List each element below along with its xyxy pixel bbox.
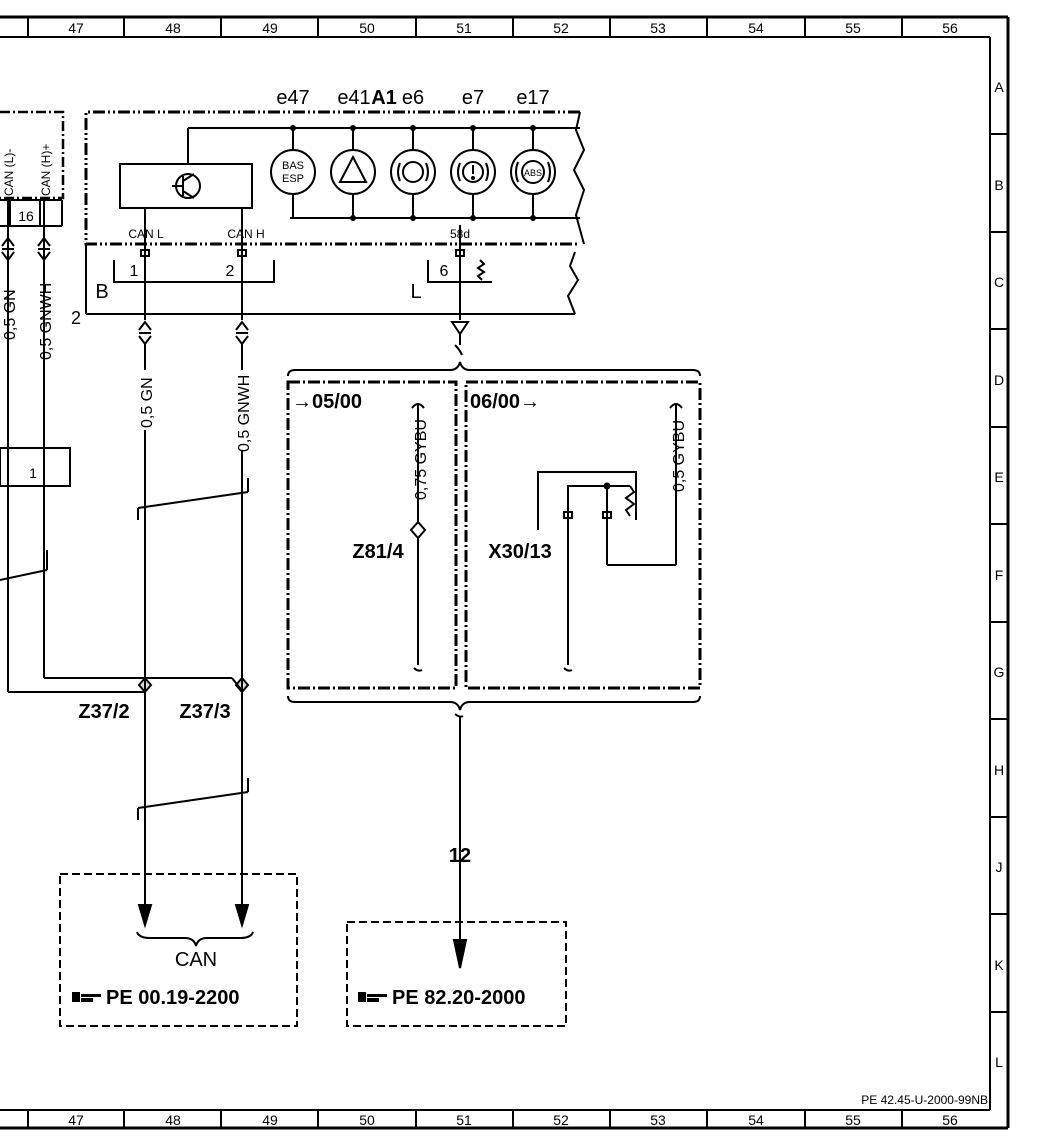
connector-b: B xyxy=(95,281,108,303)
esp-label: ESP xyxy=(282,173,304,185)
col-label-53-bottom: 53 xyxy=(650,1112,666,1128)
col-label-54-bottom: 54 xyxy=(748,1112,764,1128)
col-label-55-bottom: 55 xyxy=(845,1112,861,1128)
can-bus-label: CAN xyxy=(175,949,217,971)
lamp-e41 xyxy=(330,128,376,218)
can-wires xyxy=(136,320,254,947)
lamp-e17 xyxy=(510,128,556,218)
ref-1-text: PE 00.19-2200 xyxy=(106,987,239,1009)
cluster-can-h: CAN H xyxy=(227,227,264,241)
cluster-can-l: CAN L xyxy=(128,227,164,241)
cluster-pin-58d: 58d xyxy=(450,227,470,241)
row-label-b: B xyxy=(994,177,1003,193)
doc-id: PE 42.45-U-2000-99NB xyxy=(861,1093,988,1107)
variant2-wiring xyxy=(537,403,683,672)
row-label-d: D xyxy=(994,372,1004,388)
variant-1-label: →05/00 xyxy=(292,391,362,413)
left-wires xyxy=(0,198,244,693)
left-module-box xyxy=(0,110,65,227)
variant-outer-bracket xyxy=(286,361,702,711)
splice-z81-4: Z81/4 xyxy=(352,541,404,563)
left-can-l: CAN (L)- xyxy=(2,149,16,196)
line-58d xyxy=(450,321,470,356)
row-label-e: E xyxy=(994,469,1003,485)
row-label-j: J xyxy=(996,859,1003,875)
left-pin-16: 16 xyxy=(18,208,34,224)
col-label-50-top: 50 xyxy=(359,20,375,36)
col-label-47-top: 47 xyxy=(68,20,84,36)
v1-wire-label: 0,75 GYBU xyxy=(413,419,430,500)
frame-border xyxy=(0,15,1010,1130)
splice-z37-2: Z37/2 xyxy=(78,701,129,723)
wire-number-12: 12 xyxy=(449,845,471,867)
col-label-51-bottom: 51 xyxy=(456,1112,472,1128)
left-wire-gnwh: 0,5 GNWH xyxy=(38,283,55,360)
variant-2-label: 06/00→ xyxy=(470,391,540,413)
ref-box-can xyxy=(59,873,298,1027)
ref-box-82 xyxy=(346,921,567,1027)
wire-gnwh-label: 0,5 GNWH xyxy=(236,375,253,452)
left-pin-1: 1 xyxy=(29,465,37,481)
col-label-52-bottom: 52 xyxy=(553,1112,569,1128)
lamp-label-e17: e17 xyxy=(516,87,549,109)
col-label-50-bottom: 50 xyxy=(359,1112,375,1128)
pin-1: 1 xyxy=(130,263,139,280)
wire-12 xyxy=(452,713,468,969)
bas-label: BAS xyxy=(282,160,304,172)
lamp-label-e41: e41 xyxy=(337,87,370,109)
left-connector-arrows xyxy=(1,236,51,262)
pointing-hand-icon xyxy=(358,992,387,1002)
col-label-56-bottom: 56 xyxy=(942,1112,958,1128)
ref-2-text: PE 82.20-2000 xyxy=(392,987,525,1009)
col-label-53-top: 53 xyxy=(650,20,666,36)
ref-2[interactable]: PE 82.20-2000 xyxy=(358,987,525,1009)
connector-x30-13: X30/13 xyxy=(488,541,551,563)
cluster-connectors xyxy=(85,208,580,320)
col-label-55-top: 55 xyxy=(845,20,861,36)
abs-label: ABS xyxy=(524,168,542,178)
col-label-47-bottom: 47 xyxy=(68,1112,84,1128)
lamp-label-e7: e7 xyxy=(462,87,484,109)
row-label-a: A xyxy=(994,79,1004,95)
lamp-label-e6: e6 xyxy=(402,87,424,109)
col-label-56-top: 56 xyxy=(942,20,958,36)
col-label-49-bottom: 49 xyxy=(262,1112,278,1128)
row-label-f: F xyxy=(995,567,1004,583)
lamp-e47 xyxy=(270,128,316,218)
col-label-52-top: 52 xyxy=(553,20,569,36)
left-wire-gn: 0,5 GN xyxy=(2,289,19,340)
ref-1[interactable]: PE 00.19-2200 xyxy=(72,987,239,1009)
col-label-51-top: 51 xyxy=(456,20,472,36)
pointing-hand-icon xyxy=(72,992,101,1002)
col-label-48-bottom: 48 xyxy=(165,1112,181,1128)
lamp-e7 xyxy=(450,128,496,218)
row-label-l: L xyxy=(995,1054,1003,1070)
col-label-54-top: 54 xyxy=(748,20,764,36)
variant1-wiring xyxy=(409,403,427,672)
row-label-h: H xyxy=(994,762,1004,778)
lamp-label-e47: e47 xyxy=(276,87,309,109)
col-label-49-top: 49 xyxy=(262,20,278,36)
pin-2: 2 xyxy=(226,263,235,280)
lamp-e6 xyxy=(390,128,436,218)
v2-wire-label: 0,5 GYBU xyxy=(671,420,688,492)
col-label-48-top: 48 xyxy=(165,20,181,36)
row-label-g: G xyxy=(994,664,1005,680)
splice-z37-3: Z37/3 xyxy=(179,701,230,723)
connector-l: L xyxy=(410,281,421,303)
row-label-k: K xyxy=(994,957,1004,973)
cluster-box xyxy=(84,110,586,246)
wire-gn-label: 0,5 GN xyxy=(139,377,156,428)
pin-6: 6 xyxy=(440,263,449,280)
connector-num-2: 2 xyxy=(71,308,81,328)
left-can-h: CAN (H)+ xyxy=(39,144,53,196)
cluster-name: A1 xyxy=(371,87,397,109)
row-label-c: C xyxy=(994,274,1004,290)
